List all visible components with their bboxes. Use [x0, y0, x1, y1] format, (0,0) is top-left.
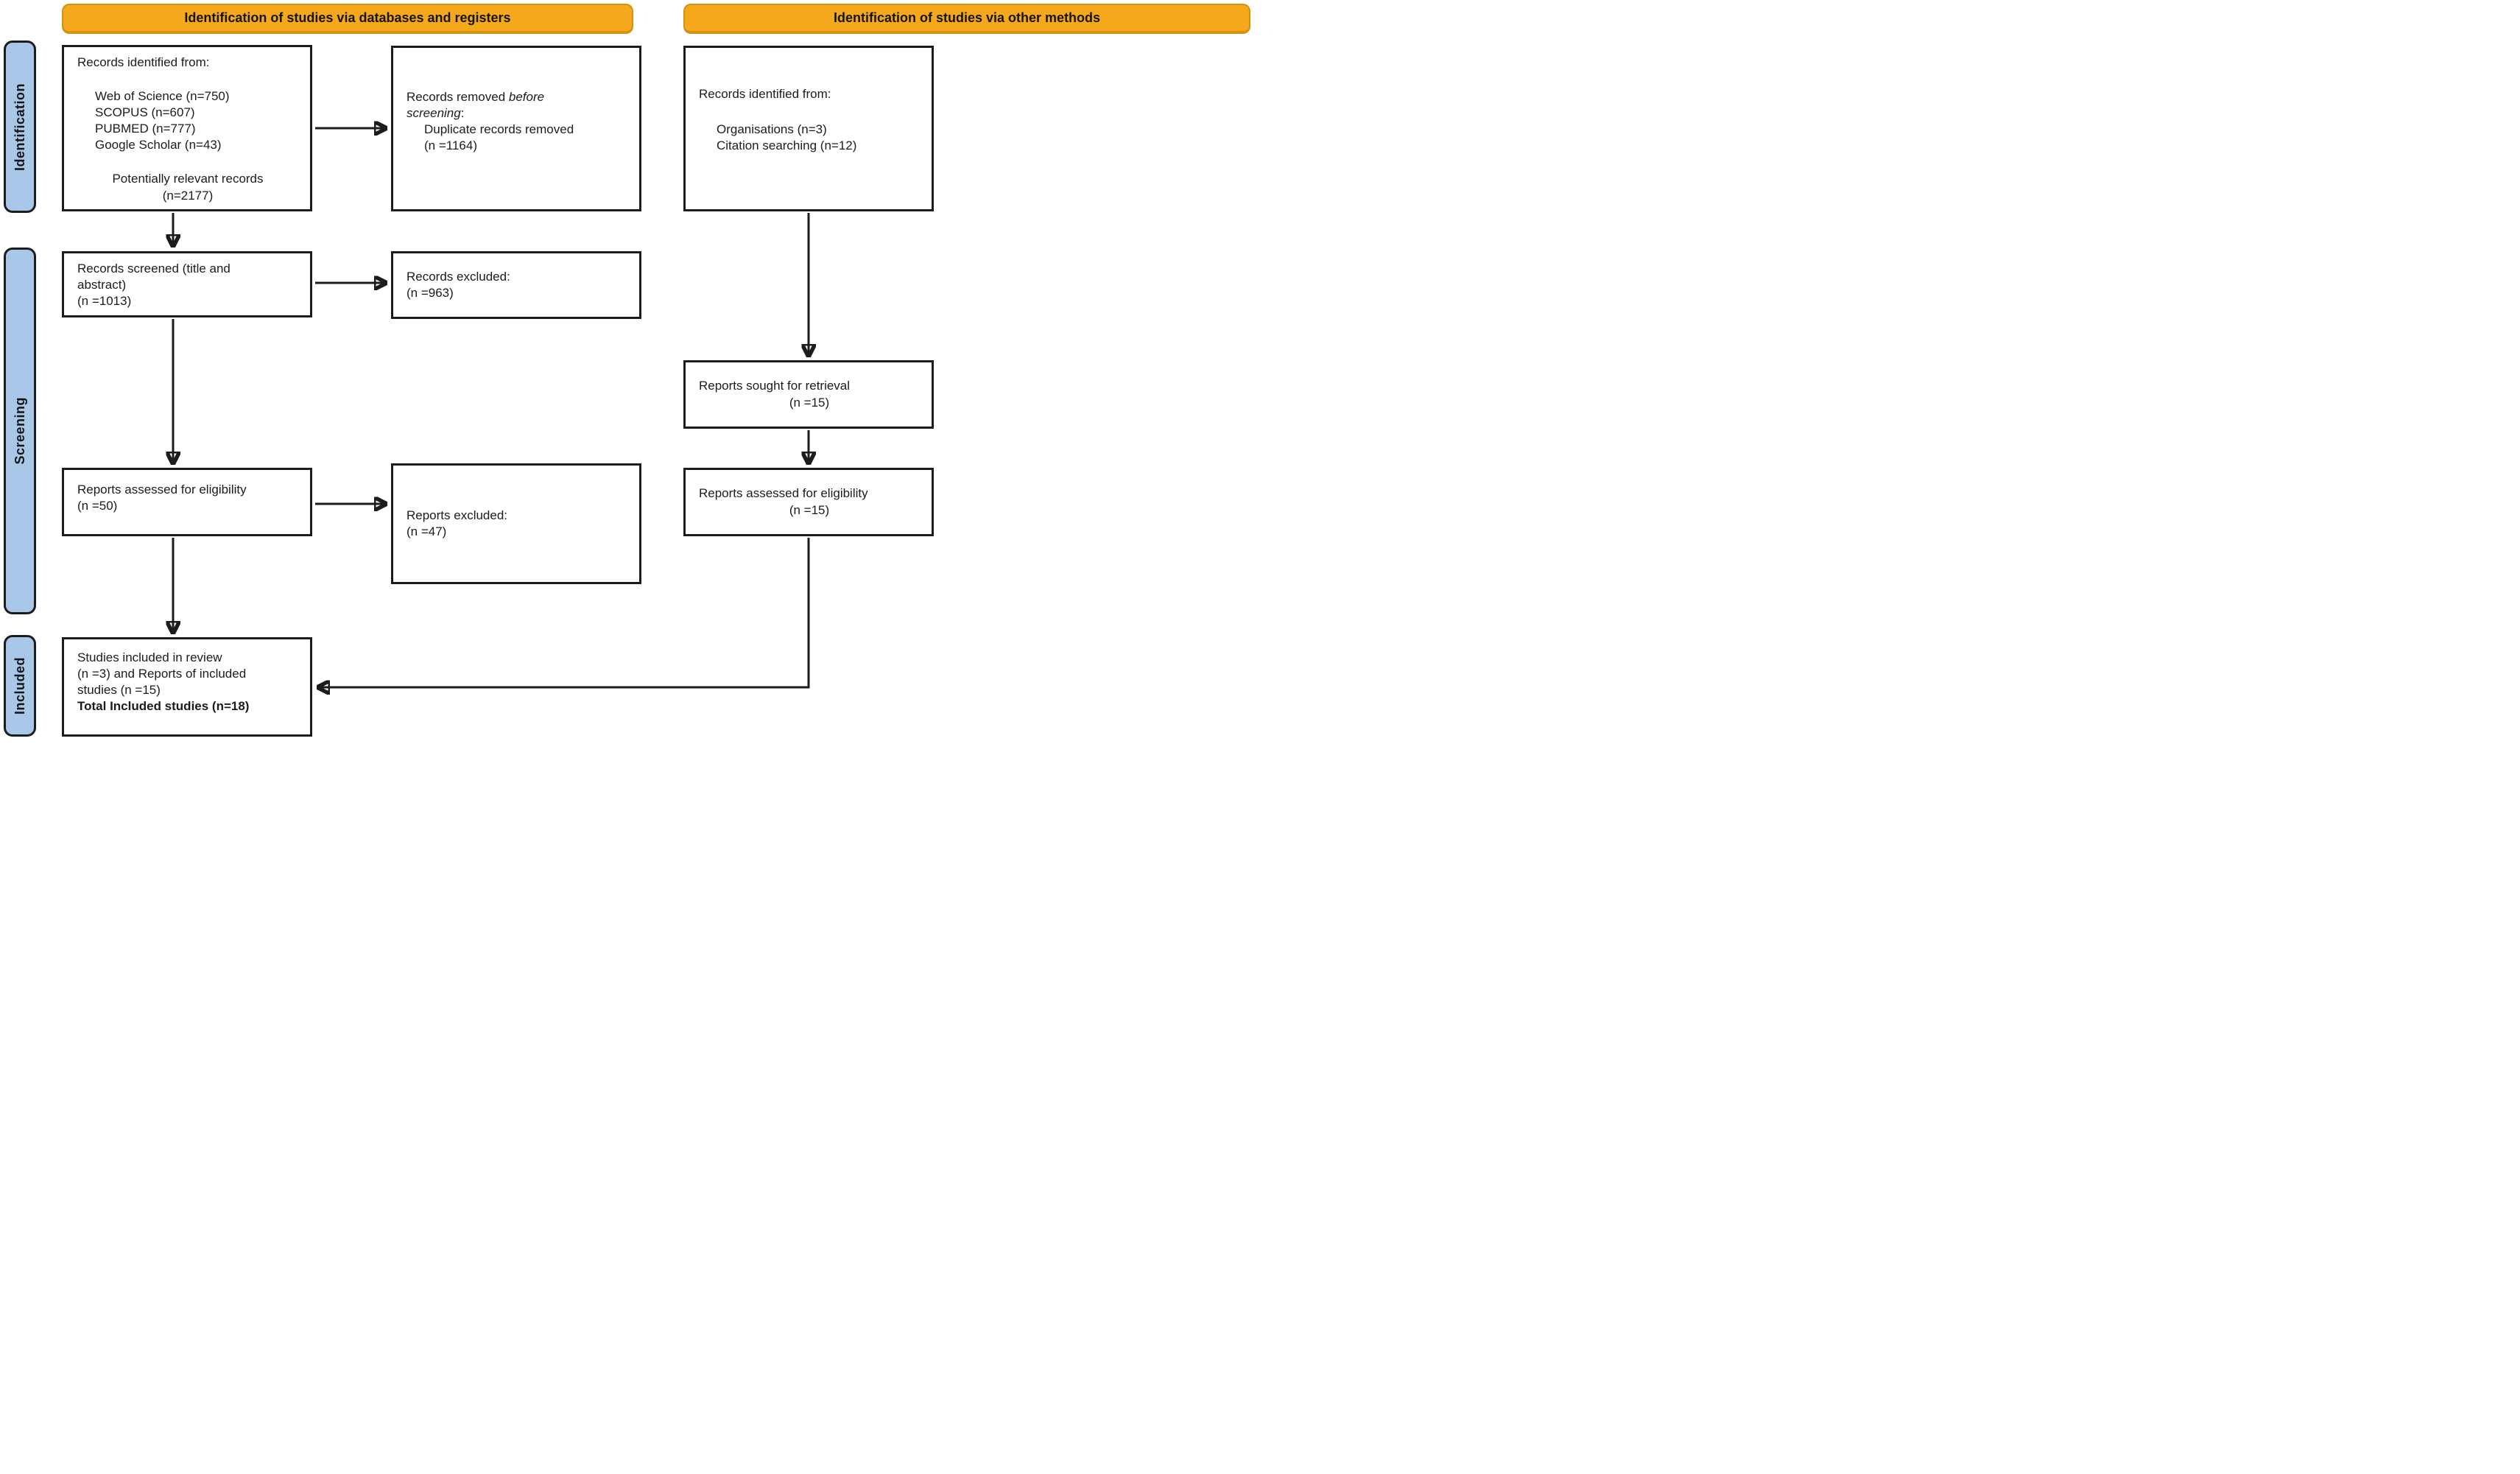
records-identified-title: Records identified from:	[77, 55, 210, 69]
banner-other-label: Identification of studies via other meth…	[833, 10, 1101, 25]
reports-assessed-db-count: (n =50)	[77, 499, 118, 513]
box-records-identified-databases: Records identified from: Web of Science …	[62, 45, 312, 211]
reports-sought-count: (n =15)	[789, 395, 830, 410]
box-reports-excluded: Reports excluded: (n =47)	[391, 463, 641, 584]
potentially-relevant-count: (n=2177)	[162, 188, 214, 203]
box-reports-assessed-eligibility-databases: Reports assessed for eligibility (n =50)	[62, 468, 312, 536]
banner-databases-registers: Identification of studies via databases …	[62, 4, 633, 34]
potentially-relevant-records: Potentially relevant records	[112, 172, 264, 186]
reports-sought-label: Reports sought for retrieval	[699, 379, 851, 393]
stage-label-included: Included	[4, 635, 36, 737]
included-line1: Studies included in review	[77, 650, 222, 664]
other-identified-title: Records identified from:	[699, 87, 831, 101]
records-excluded-count: (n =963)	[406, 286, 454, 300]
source-web-of-science: Web of Science (n=750)	[95, 89, 230, 104]
stage-label-identification: Identification	[4, 41, 36, 213]
source-pubmed: PUBMED (n=777)	[95, 122, 196, 136]
records-screened-line2: abstract)	[77, 278, 127, 292]
records-removed-line1: Records removed before	[406, 90, 545, 104]
records-removed-line2: screening:	[406, 106, 465, 121]
stage-label-screening: Screening	[4, 248, 36, 614]
duplicate-records-removed: Duplicate records removed	[424, 122, 574, 137]
records-screened-line1: Records screened (title and	[77, 262, 230, 276]
source-google-scholar: Google Scholar (n=43)	[95, 138, 222, 152]
records-excluded-label: Records excluded:	[406, 269, 510, 284]
reports-assessed-other-count: (n =15)	[789, 502, 830, 517]
reports-assessed-db-label: Reports assessed for eligibility	[77, 482, 247, 496]
reports-excluded-label: Reports excluded:	[406, 508, 508, 522]
duplicate-records-count: (n =1164)	[424, 138, 477, 153]
box-records-screened: Records screened (title and abstract) (n…	[62, 251, 312, 317]
stage-included-text: Included	[12, 656, 27, 715]
included-line2: (n =3) and Reports of included	[77, 667, 247, 681]
stage-screening-text: Screening	[12, 397, 27, 465]
source-citation-searching: Citation searching (n=12)	[717, 138, 857, 153]
reports-excluded-count: (n =47)	[406, 524, 447, 538]
stage-identification-text: Identification	[12, 83, 27, 171]
box-studies-included: Studies included in review (n =3) and Re…	[62, 637, 312, 737]
box-records-removed-before-screening: Records removed before screening: Duplic…	[391, 46, 641, 211]
banner-other-methods: Identification of studies via other meth…	[683, 4, 1250, 34]
included-total: Total Included studies (n=18)	[77, 699, 250, 714]
reports-assessed-other-label: Reports assessed for eligibility	[699, 486, 868, 501]
source-organisations: Organisations (n=3)	[717, 122, 827, 137]
records-screened-count: (n =1013)	[77, 294, 132, 309]
box-reports-assessed-eligibility-other: Reports assessed for eligibility (n =15)	[683, 468, 934, 536]
included-line3: studies (n =15)	[77, 683, 161, 698]
prisma-flow-diagram: Identification of studies via databases …	[0, 0, 1260, 737]
box-records-excluded: Records excluded: (n =963)	[391, 251, 641, 319]
box-reports-sought-retrieval: Reports sought for retrieval (n =15)	[683, 360, 934, 429]
box-records-identified-other: Records identified from: Organisations (…	[683, 46, 934, 211]
banner-databases-label: Identification of studies via databases …	[184, 10, 511, 25]
source-scopus: SCOPUS (n=607)	[95, 105, 195, 120]
